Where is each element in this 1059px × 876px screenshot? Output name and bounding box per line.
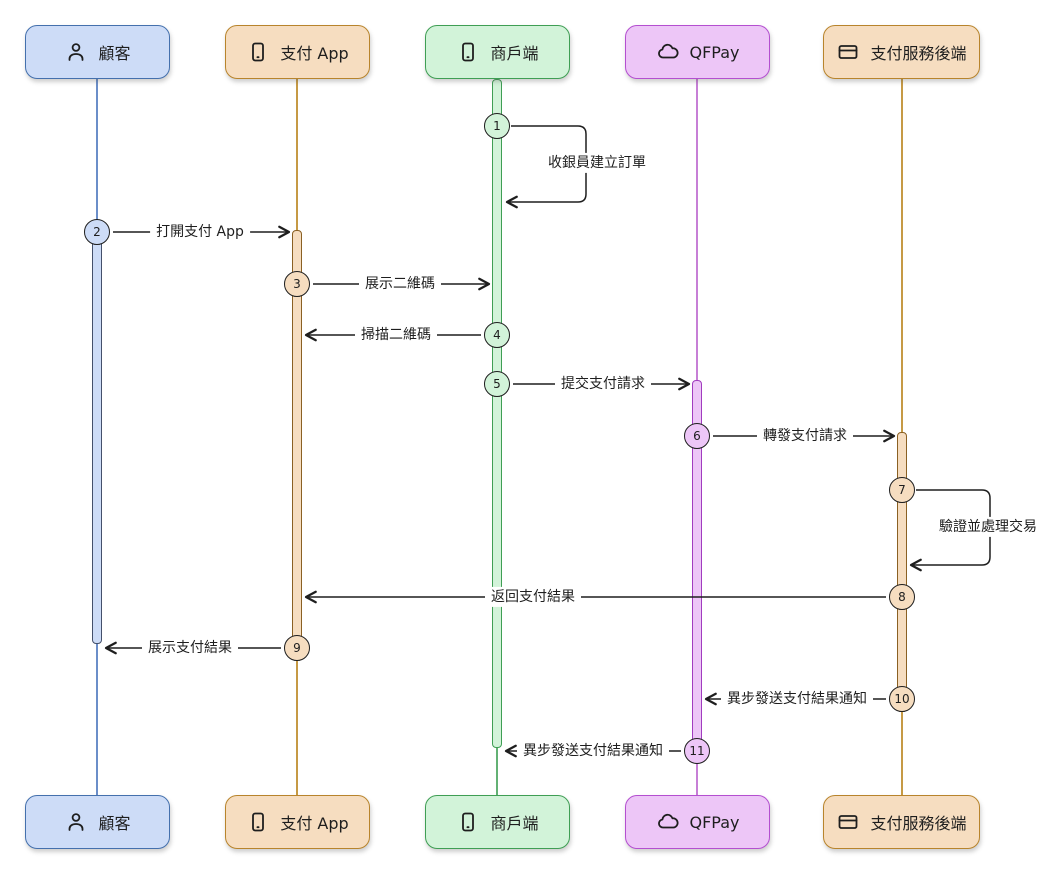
smartphone-icon [246,810,270,834]
cloud-icon [656,40,680,64]
sequence-number-badge: 1 [484,113,510,139]
message-label: 掃描二維碼 [355,324,437,346]
actor-box-backend-top: 支付服務後端 [823,25,980,79]
message-label: 返回支付結果 [485,586,581,608]
actor-label: 顧客 [98,44,131,63]
sequence-number-badge: 7 [889,477,915,503]
actor-box-customer-top: 顧客 [25,25,170,79]
smartphone-icon [456,810,480,834]
sequence-number-badge: 9 [284,635,310,661]
actor-box-backend-bottom: 支付服務後端 [823,795,980,849]
person-icon [64,810,88,834]
message-label: 展示二維碼 [359,273,441,295]
actor-label: QFPay [689,812,740,832]
actor-box-qfpay-top: QFPay [625,25,770,79]
activation-bar-merchant [492,79,502,748]
sequence-number-badge: 6 [684,423,710,449]
message-label: 異步發送支付結果通知 [721,688,873,710]
server-icon [836,40,860,64]
actor-label: QFPay [689,42,740,62]
server-icon [836,810,860,834]
message-label: 異步發送支付結果通知 [517,740,669,762]
actor-box-qfpay-bottom: QFPay [625,795,770,849]
cloud-icon [656,810,680,834]
actor-label: 顧客 [98,814,131,833]
message-label: 轉發支付請求 [757,425,853,447]
message-label: 提交支付請求 [555,373,651,395]
smartphone-icon [456,40,480,64]
sequence-number-badge: 11 [684,738,710,764]
actor-box-merchant-bottom: 商戶端 [425,795,570,849]
sequence-number-badge: 4 [484,322,510,348]
actor-label: 支付 App [280,814,349,833]
actor-box-payment-app-bottom: 支付 App [225,795,370,849]
actor-box-payment-app-top: 支付 App [225,25,370,79]
actor-label: 支付服務後端 [870,44,967,63]
sequence-number-badge: 8 [889,584,915,610]
sequence-number-badge: 3 [284,271,310,297]
sequence-number-badge: 10 [889,686,915,712]
actor-label: 商戶端 [490,814,539,833]
actor-label: 支付 App [280,44,349,63]
message-label: 打開支付 App [150,221,250,243]
actor-label: 商戶端 [490,44,539,63]
message-label: 驗證並處理交易 [933,516,1043,538]
actor-box-customer-bottom: 顧客 [25,795,170,849]
message-label: 收銀員建立訂單 [542,152,652,174]
sequence-number-badge: 2 [84,219,110,245]
sequence-number-badge: 5 [484,371,510,397]
actor-label: 支付服務後端 [870,814,967,833]
person-icon [64,40,88,64]
smartphone-icon [246,40,270,64]
message-label: 展示支付結果 [142,637,238,659]
actor-box-merchant-top: 商戶端 [425,25,570,79]
